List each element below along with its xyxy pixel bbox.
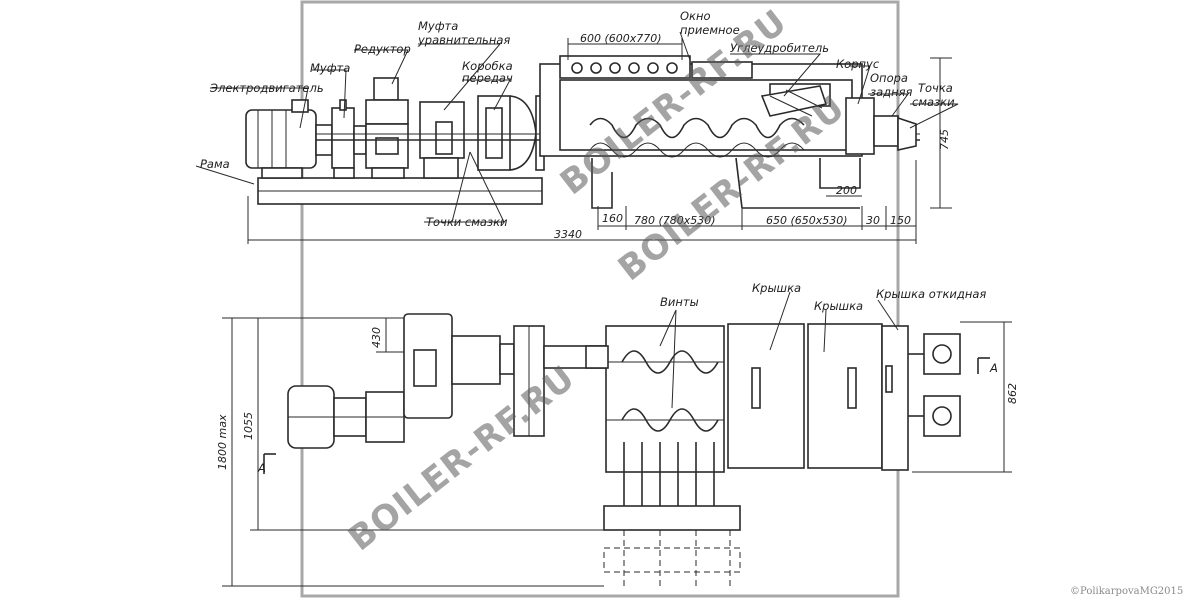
label-section-a-top: А	[989, 361, 998, 375]
label-lube-point-2: смазки	[912, 95, 955, 109]
label-gearbox-1: Коробка	[462, 59, 513, 73]
label-rear-support-2: задняя	[870, 85, 913, 99]
plan-reducer	[403, 313, 607, 437]
dim-745: 745	[938, 129, 951, 150]
dim-150: 150	[890, 214, 911, 227]
side-elevation-view: Электродвигатель Муфта Редуктор Муфта ур…	[195, 9, 959, 244]
label-coal-crusher: Углеудробитель	[730, 41, 829, 55]
dim-1055: 1055	[242, 412, 255, 440]
plan-dimensions	[222, 317, 1012, 587]
plan-cover-1	[727, 323, 805, 469]
dim-160: 160	[602, 212, 623, 225]
dim-430: 430	[370, 327, 383, 348]
watermark-2: BOILER-RF.RU	[341, 358, 583, 559]
dim-30: 30	[866, 214, 880, 227]
label-section-a-bottom: А	[257, 461, 266, 475]
plan-hinged-cover	[881, 325, 909, 471]
label-body: Корпус	[836, 57, 880, 71]
equalizing-coupling	[419, 101, 465, 179]
plan-view: Винты Крышка Крышка Крышка откидная А А …	[216, 281, 1019, 590]
dim-window-size: 600 (600x770)	[580, 32, 662, 45]
label-window-1: Окно	[680, 9, 711, 23]
plan-end-bearings	[908, 333, 961, 437]
crusher-body	[539, 55, 917, 209]
copyright-text: ©PolikarpovaMG2015	[1070, 586, 1183, 597]
label-equalizing-coupling-2: уравнительная	[417, 33, 510, 47]
dim-862: 862	[1006, 383, 1019, 404]
label-coupling: Муфта	[310, 61, 350, 75]
gearbox	[477, 95, 545, 171]
leader-lines	[195, 31, 959, 223]
label-equalizing-coupling-1: Муфта	[418, 19, 458, 33]
label-motor: Электродвигатель	[209, 81, 324, 95]
reducer	[365, 77, 409, 179]
dim-650: 650 (650x530)	[766, 214, 848, 227]
label-reducer: Редуктор	[354, 42, 411, 56]
label-cover-1: Крышка	[752, 281, 801, 295]
dim-1800: 1800 max	[216, 414, 229, 470]
dim-200: 200	[836, 184, 857, 197]
label-frame: Рама	[200, 157, 230, 171]
label-rear-support-1: Опора	[870, 71, 908, 85]
label-lube-points: Точки смазки	[426, 215, 508, 229]
coupling	[331, 99, 367, 179]
label-window-2: приемное	[680, 23, 740, 37]
label-screws: Винты	[660, 295, 699, 309]
plan-cover-2	[807, 323, 883, 469]
dim-780: 780 (780x530)	[634, 214, 716, 227]
label-hinged-cover: Крышка откидная	[876, 287, 986, 301]
top-dimensions	[247, 38, 952, 244]
plan-screw-housing	[585, 325, 725, 473]
window-bolts	[571, 62, 678, 74]
dim-3340: 3340	[554, 228, 582, 241]
electric-motor	[245, 99, 333, 179]
plan-motor	[287, 385, 405, 449]
label-gearbox-2: передач	[462, 71, 513, 85]
drawing-frame	[300, 0, 900, 598]
label-cover-2: Крышка	[814, 299, 863, 313]
plan-discharge-chutes	[603, 442, 741, 590]
label-lube-point-1: Точка	[918, 81, 953, 95]
